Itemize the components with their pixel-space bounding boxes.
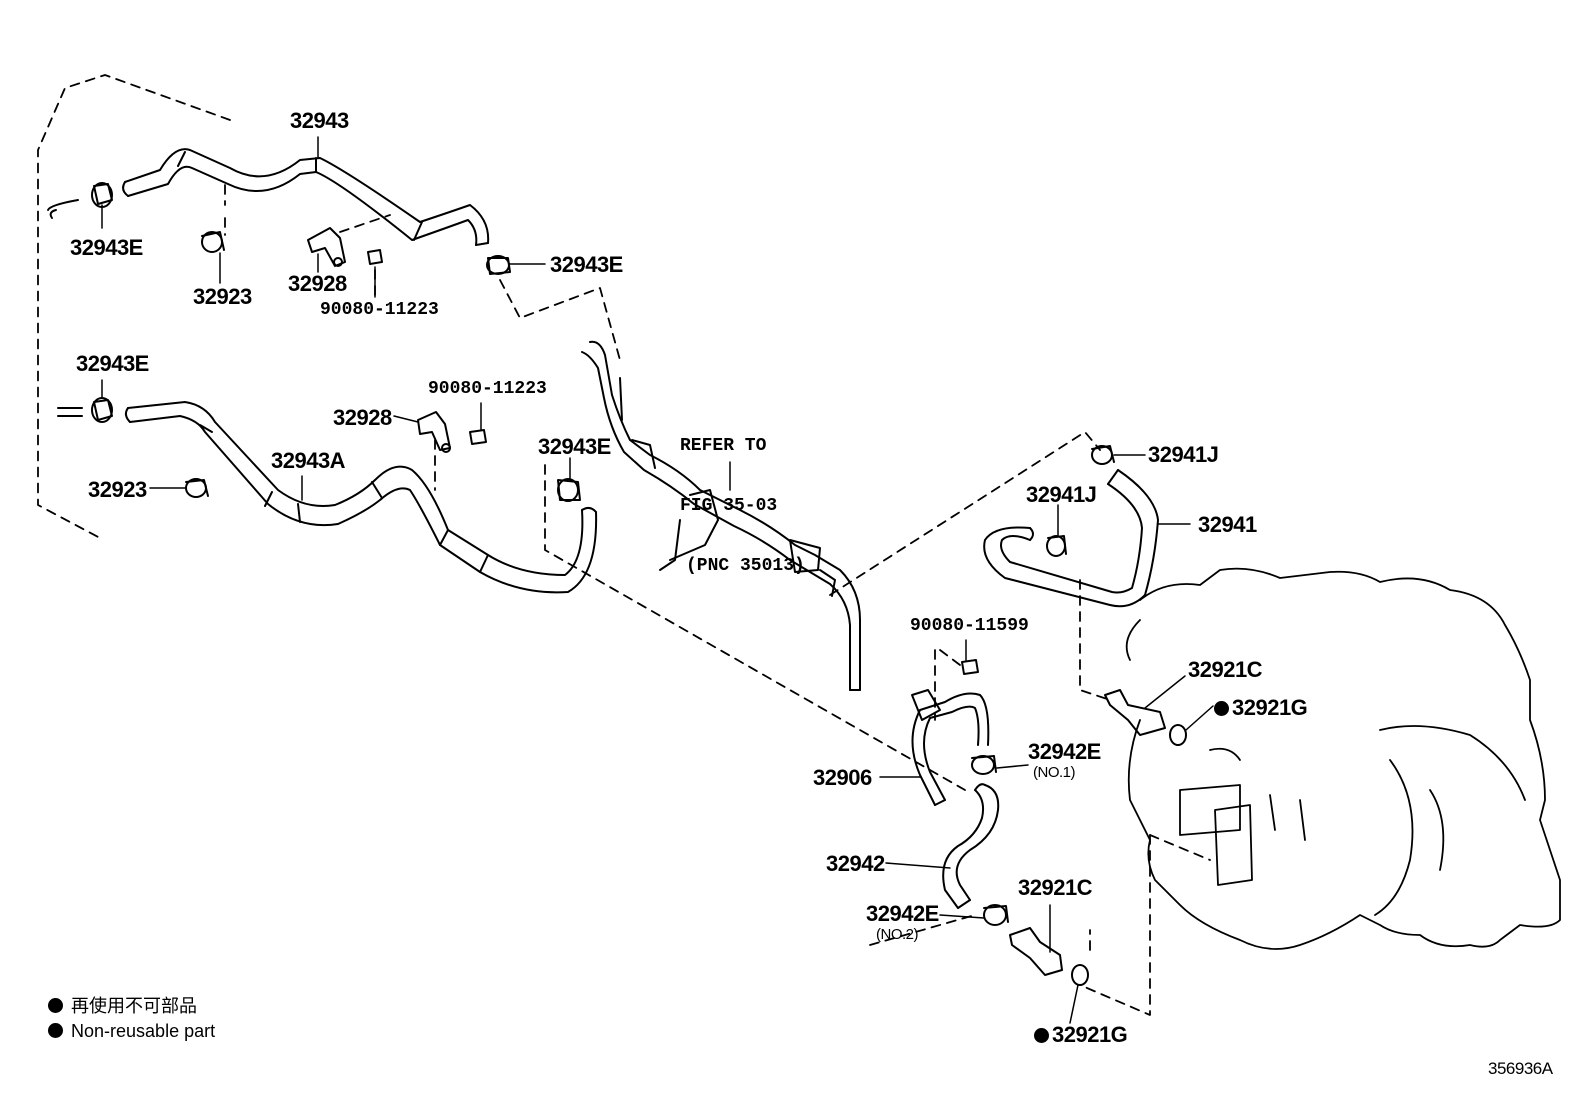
legend-japanese-text: 再使用不可部品 bbox=[71, 996, 198, 1016]
label-gasket-32921G-top: 32921G bbox=[1214, 695, 1308, 720]
label-clamp-32943E-left-mid: 32943E bbox=[76, 351, 149, 376]
label-union-32921C-top: 32921C bbox=[1188, 657, 1263, 682]
label-clamp-32943E-left-top: 32943E bbox=[70, 235, 143, 260]
union-drawings bbox=[1009, 689, 1187, 986]
gasket-32921G-bottom-text: 32921G bbox=[1052, 1022, 1128, 1047]
label-union-32921C-bottom: 32921C bbox=[1018, 875, 1093, 900]
label-clamp-32941J-top: 32941J bbox=[1148, 442, 1219, 467]
label-clamp-32943E-right-mid: 32943E bbox=[538, 434, 611, 459]
label-clamp-32942E-no2: 32942E bbox=[866, 901, 939, 926]
non-reusable-dot-icon bbox=[48, 1023, 63, 1038]
label-bracket-32928-top: 32928 bbox=[288, 271, 347, 296]
hose-32941-drawing bbox=[983, 469, 1159, 608]
label-bolt-90080-11223-mid: 90080-11223 bbox=[428, 379, 547, 399]
label-bolt-90080-11599: 90080-11599 bbox=[910, 616, 1029, 636]
label-hose-32943: 32943 bbox=[290, 108, 349, 133]
reference-line-3: (PNC 35013) bbox=[686, 556, 805, 576]
bolt-drawings bbox=[367, 249, 979, 675]
non-reusable-dot-icon bbox=[1034, 1028, 1049, 1043]
legend-japanese: 再使用不可部品 bbox=[48, 997, 197, 1015]
label-gasket-32921G-bottom: 32921G bbox=[1034, 1022, 1128, 1047]
reference-line-2: FIG 35-03 bbox=[680, 496, 778, 516]
label-clamp-32941J-mid: 32941J bbox=[1026, 482, 1097, 507]
label-hose-32942: 32942 bbox=[826, 851, 885, 876]
bracket-drawings bbox=[307, 227, 451, 453]
gasket-32921G-top-text: 32921G bbox=[1232, 695, 1308, 720]
label-clamp-32942E-no1-sub: (NO.1) bbox=[1033, 764, 1076, 781]
label-tube-32906: 32906 bbox=[813, 765, 872, 790]
illustration-id: 356936A bbox=[1488, 1059, 1553, 1078]
leader-lines bbox=[101, 136, 1214, 1024]
label-bolt-90080-11223-top: 90080-11223 bbox=[320, 300, 439, 320]
label-clamp-32943E-right-top: 32943E bbox=[550, 252, 623, 277]
label-clamp-32942E-no2-sub: (NO.2) bbox=[876, 926, 919, 943]
hose-32943A-drawing bbox=[124, 401, 598, 594]
hose-32943-drawing bbox=[122, 148, 490, 246]
legend-english-text: Non-reusable part bbox=[71, 1021, 216, 1041]
legend-english: Non-reusable part bbox=[48, 1022, 215, 1040]
reference-line-1: REFER TO bbox=[680, 436, 767, 456]
reference-note: REFER TO FIG 35-03 (PNC 35013) bbox=[680, 396, 805, 596]
label-bracket-32928-mid: 32928 bbox=[333, 405, 392, 430]
non-reusable-dot-icon bbox=[48, 998, 63, 1013]
label-clamp-32923-top: 32923 bbox=[193, 284, 252, 309]
label-hose-32941: 32941 bbox=[1198, 512, 1257, 537]
pipe-assembly-drawing bbox=[581, 340, 861, 691]
label-clamp-32923-mid: 32923 bbox=[88, 477, 147, 502]
assembly-boundary-dashed bbox=[37, 74, 1211, 1016]
hose-32942-drawing bbox=[942, 783, 1000, 909]
non-reusable-dot-icon bbox=[1214, 701, 1229, 716]
label-clamp-32942E-no1: 32942E bbox=[1028, 739, 1101, 764]
label-hose-32943A: 32943A bbox=[271, 448, 346, 473]
tube-32906-drawing bbox=[911, 689, 990, 806]
transmission-housing-drawing bbox=[1125, 567, 1561, 950]
